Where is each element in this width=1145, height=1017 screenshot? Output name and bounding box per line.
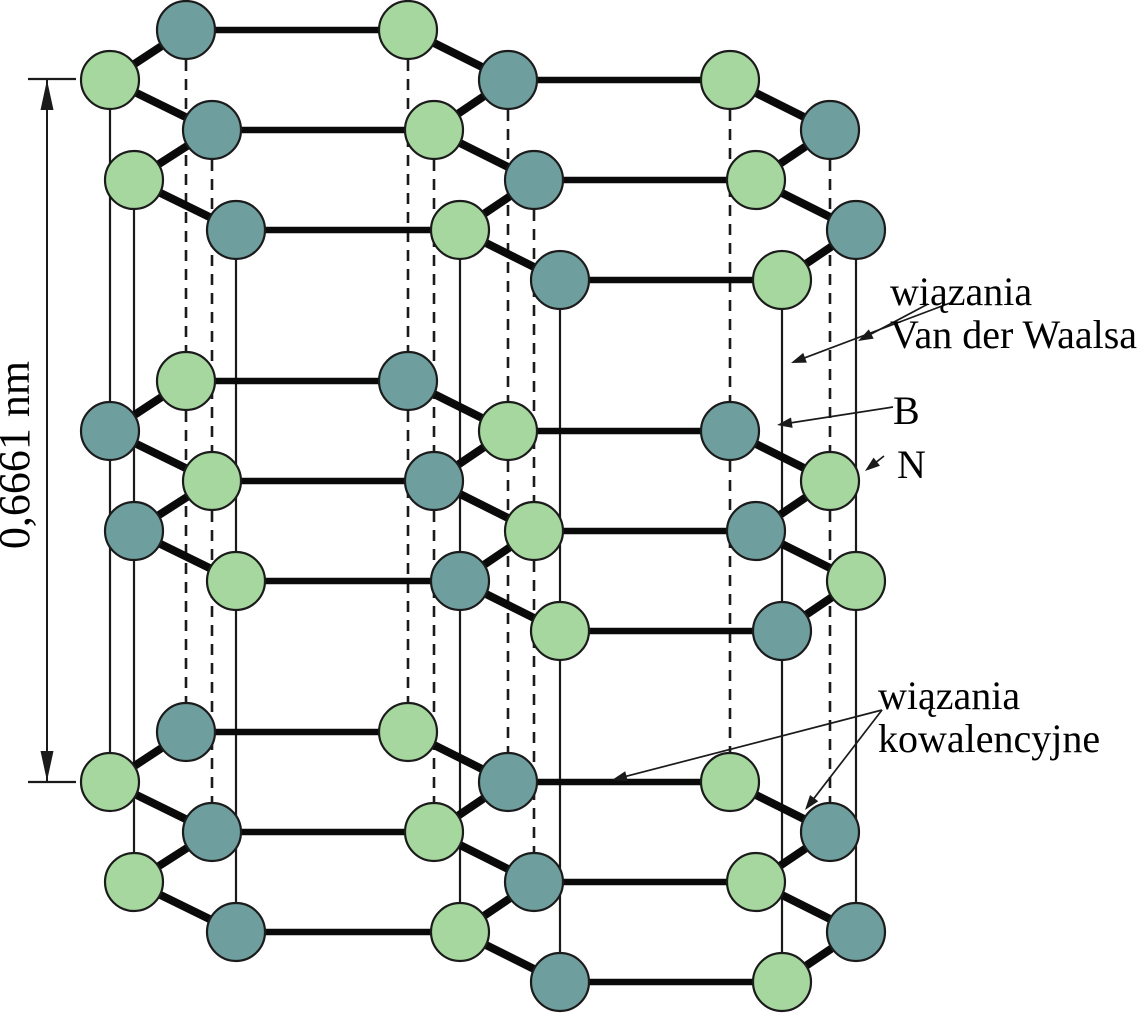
dimension-line-group — [28, 77, 76, 784]
atom-B — [79, 400, 141, 462]
c-axis-dimension-label: 0,6661 nm — [0, 360, 39, 550]
atoms-group — [79, 0, 887, 1013]
atom-B — [825, 901, 887, 963]
covalent-bonds-label: wiązania kowalencyjne — [878, 674, 1100, 760]
interlayer-lines-group — [108, 60, 858, 952]
atom-B — [403, 450, 465, 512]
atom-B — [155, 701, 217, 763]
atom-N — [799, 450, 861, 512]
covalent-arrow-long — [624, 709, 883, 778]
boron-label: B — [893, 388, 920, 433]
atom-B — [429, 550, 491, 612]
van-der-waals-label-line1: wiązania — [890, 269, 1033, 314]
dimension-arrowhead-up — [40, 80, 54, 110]
atom-B — [529, 951, 591, 1013]
van-der-waals-arrow-long-head — [791, 352, 807, 363]
atom-N — [79, 751, 141, 813]
atom-N — [79, 49, 141, 111]
atom-B — [155, 0, 217, 61]
atom-N — [503, 500, 565, 562]
atom-N — [205, 550, 267, 612]
covalent-bonds-label-line2: kowalencyjne — [878, 716, 1101, 761]
boron-arrow — [789, 406, 894, 424]
atom-B — [477, 49, 539, 111]
atom-B — [205, 901, 267, 963]
van-der-waals-arrow-short — [869, 303, 929, 336]
atom-B — [799, 801, 861, 863]
atom-B — [529, 249, 591, 311]
atom-B — [181, 99, 243, 161]
atom-N — [181, 450, 243, 512]
van-der-waals-label-line2: Van der Waalsa — [890, 312, 1138, 357]
atom-N — [477, 400, 539, 462]
atom-N — [699, 751, 761, 813]
atom-N — [155, 350, 217, 412]
atom-B — [477, 751, 539, 813]
atom-B — [699, 400, 761, 462]
atom-N — [529, 600, 591, 662]
atom-N — [103, 851, 165, 913]
atom-N — [429, 901, 491, 963]
atom-N — [403, 99, 465, 161]
annotation-arrows-group — [612, 302, 951, 810]
van-der-waals-arrow-short-head — [858, 329, 874, 341]
atom-B — [503, 149, 565, 211]
dimension-arrowhead-down — [40, 751, 54, 781]
atom-N — [725, 149, 787, 211]
atom-B — [181, 801, 243, 863]
atom-N — [725, 851, 787, 913]
atom-N — [429, 199, 491, 261]
atom-N — [403, 801, 465, 863]
nitrogen-arrow-head — [865, 457, 880, 471]
atom-B — [825, 199, 887, 261]
atom-N — [825, 550, 887, 612]
covalent-arrow-long-head — [612, 771, 628, 782]
atom-B — [725, 500, 787, 562]
atom-N — [699, 49, 761, 111]
atom-B — [377, 350, 439, 412]
atom-N — [751, 249, 813, 311]
covalent-bonds-label-line1: wiązania — [878, 673, 1021, 718]
nitrogen-label: N — [897, 442, 926, 487]
atom-N — [377, 0, 439, 61]
atom-B — [205, 199, 267, 261]
atom-B — [503, 851, 565, 913]
atom-B — [751, 600, 813, 662]
atom-N — [103, 149, 165, 211]
atom-N — [751, 951, 813, 1013]
atom-B — [799, 99, 861, 161]
van-der-waals-label: wiązania Van der Waalsa — [890, 270, 1137, 356]
atom-B — [103, 500, 165, 562]
atom-N — [377, 701, 439, 763]
covalent-arrow-short — [812, 709, 883, 801]
boron-arrow-head — [777, 417, 793, 428]
covalent-arrow-short-head — [805, 794, 819, 810]
